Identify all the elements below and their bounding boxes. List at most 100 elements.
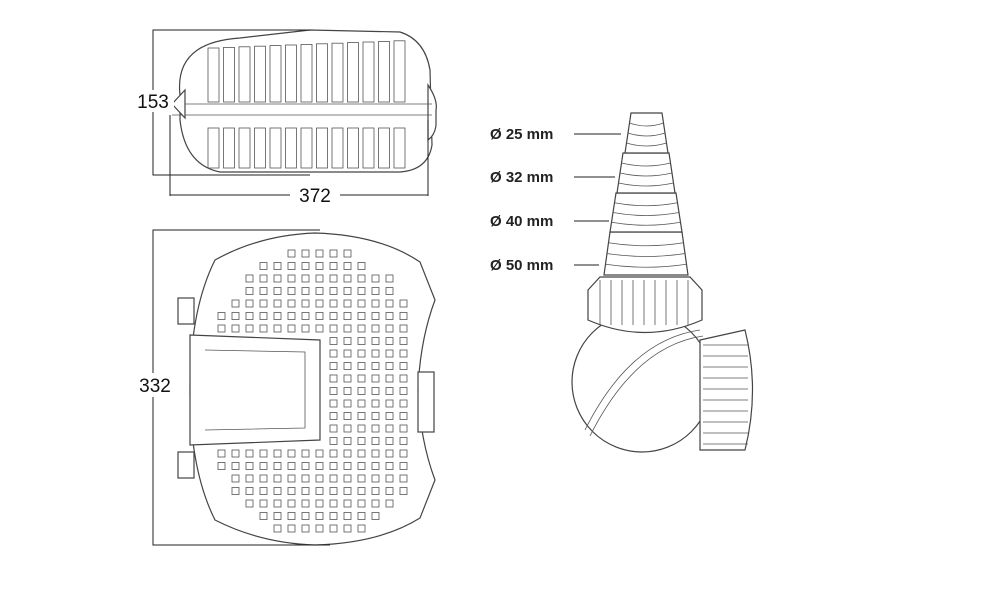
grid-opening	[399, 487, 408, 495]
grid-opening	[385, 287, 394, 295]
grid-opening	[329, 412, 338, 420]
grid-opening	[399, 387, 408, 395]
hose-ridge	[627, 132, 666, 137]
hose-ridge	[621, 162, 671, 167]
grid-opening	[329, 399, 338, 408]
grid-opening	[371, 337, 380, 345]
grid-opening	[287, 462, 296, 470]
grid-opening	[371, 312, 380, 320]
grid-opening	[385, 437, 394, 445]
grid-opening	[329, 437, 338, 445]
hose-ridge	[629, 122, 664, 127]
grid-opening	[287, 274, 296, 283]
grid-opening	[245, 299, 254, 308]
grid-opening	[343, 412, 352, 420]
grid-opening	[371, 287, 380, 295]
grid-opening	[357, 349, 366, 358]
grid-opening	[287, 249, 296, 258]
grid-opening	[371, 362, 380, 370]
grid-opening	[287, 312, 296, 320]
grid-opening	[273, 262, 282, 270]
grid-opening	[315, 299, 324, 308]
grid-opening	[301, 299, 310, 308]
grid-opening	[399, 337, 408, 345]
hose-ridge	[606, 253, 686, 257]
diameter-50-label: Ø 50 mm	[490, 257, 553, 274]
grid-opening	[259, 462, 268, 470]
grid-opening	[357, 299, 366, 308]
grid-opening	[371, 412, 380, 420]
grid-opening	[329, 462, 338, 470]
grid-opening	[357, 362, 366, 370]
vent-rib	[300, 44, 313, 103]
grid-opening	[329, 474, 338, 483]
grid-opening	[329, 312, 338, 320]
grid-opening	[315, 499, 324, 508]
grid-opening	[301, 324, 310, 333]
grid-opening	[399, 412, 408, 420]
grid-opening	[329, 499, 338, 508]
grid-opening	[385, 462, 394, 470]
vent-rib	[378, 127, 390, 169]
grid-opening	[315, 249, 324, 258]
grid-opening	[231, 449, 240, 458]
grid-opening	[385, 499, 394, 508]
vent-rib	[300, 127, 313, 169]
grid-opening	[343, 274, 352, 283]
grid-opening	[371, 274, 380, 283]
grid-opening	[329, 274, 338, 283]
grid-opening	[273, 524, 282, 533]
grid-opening	[329, 449, 338, 458]
vent-rib	[254, 45, 266, 103]
grid-opening	[329, 262, 338, 270]
grid-opening	[357, 499, 366, 508]
grid-opening	[329, 349, 338, 358]
grid-opening	[245, 312, 254, 320]
grid-opening	[287, 287, 296, 295]
hose-step	[603, 231, 689, 276]
hose-step	[624, 112, 669, 154]
grid-opening	[329, 374, 338, 383]
grid-opening	[399, 374, 408, 383]
grid-opening	[273, 449, 282, 458]
vent-rib	[238, 127, 251, 169]
vent-rib	[285, 44, 297, 103]
grid-opening	[301, 512, 310, 520]
grid-opening	[287, 524, 296, 533]
grid-opening	[231, 312, 240, 320]
grid-opening	[357, 374, 366, 383]
vent-rib	[362, 127, 375, 169]
grid-opening	[399, 462, 408, 470]
grid-opening	[385, 387, 394, 395]
vent-rib	[223, 47, 235, 103]
grid-opening	[399, 449, 408, 458]
grid-opening	[231, 299, 240, 308]
height-dimension: 153	[132, 29, 310, 176]
diameter-25-label: Ø 25 mm	[490, 126, 553, 143]
hose-step	[616, 152, 676, 194]
grid-opening	[371, 487, 380, 495]
grid-opening	[301, 524, 310, 533]
grid-opening	[371, 512, 380, 520]
grid-opening	[371, 399, 380, 408]
grid-opening	[315, 274, 324, 283]
grid-opening	[343, 512, 352, 520]
grid-opening	[357, 524, 366, 533]
grid-opening	[329, 512, 338, 520]
grid-opening	[385, 449, 394, 458]
hose-ridge	[612, 212, 680, 216]
grid-opening	[371, 374, 380, 383]
grid-opening	[357, 437, 366, 445]
grid-opening	[259, 449, 268, 458]
grid-opening	[217, 449, 226, 458]
grid-opening	[245, 287, 254, 295]
vent-rib	[316, 43, 328, 103]
grid-opening	[287, 324, 296, 333]
grid-opening	[329, 362, 338, 370]
diameter-40-label: Ø 40 mm	[490, 213, 553, 230]
grid-opening	[301, 449, 310, 458]
grid-opening	[329, 249, 338, 258]
vent-rib	[331, 127, 344, 169]
grid-opening	[273, 499, 282, 508]
vent-rib	[269, 45, 282, 103]
